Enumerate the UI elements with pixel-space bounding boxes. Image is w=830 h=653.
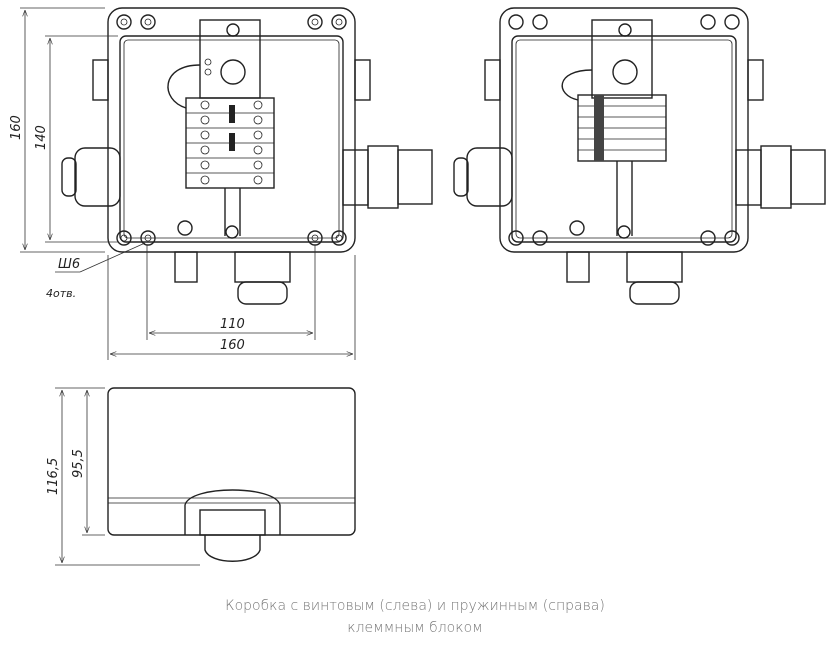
box-side-view <box>107 387 356 562</box>
spring-terminal-block <box>561 19 667 239</box>
dim-body-height: 95,5 <box>71 449 86 478</box>
dim-width-outer: 160 <box>220 338 245 353</box>
dim-height-inner: 140 <box>34 125 49 150</box>
cable-gland-icons <box>453 59 826 305</box>
box-spring-terminal-top-view <box>453 7 826 305</box>
screw-terminal-block <box>167 19 275 239</box>
cable-gland-icons <box>61 59 433 305</box>
dim-hole-spacing: 110 <box>220 317 245 332</box>
caption-line-2: клеммным блоком <box>347 620 483 636</box>
caption-line-1: Коробка с винтовым (слева) и пружинным (… <box>225 598 605 614</box>
dimension-lines <box>20 7 356 566</box>
dim-hole-size: Ш6 <box>58 257 80 272</box>
mounting-hole-icons <box>508 14 740 246</box>
box-screw-terminal-top-view <box>61 7 433 305</box>
dim-total-height: 116,5 <box>46 458 61 495</box>
mounting-hole-icons <box>116 14 347 246</box>
dim-height-outer: 160 <box>9 115 24 140</box>
dim-hole-count: 4отв. <box>46 287 76 300</box>
